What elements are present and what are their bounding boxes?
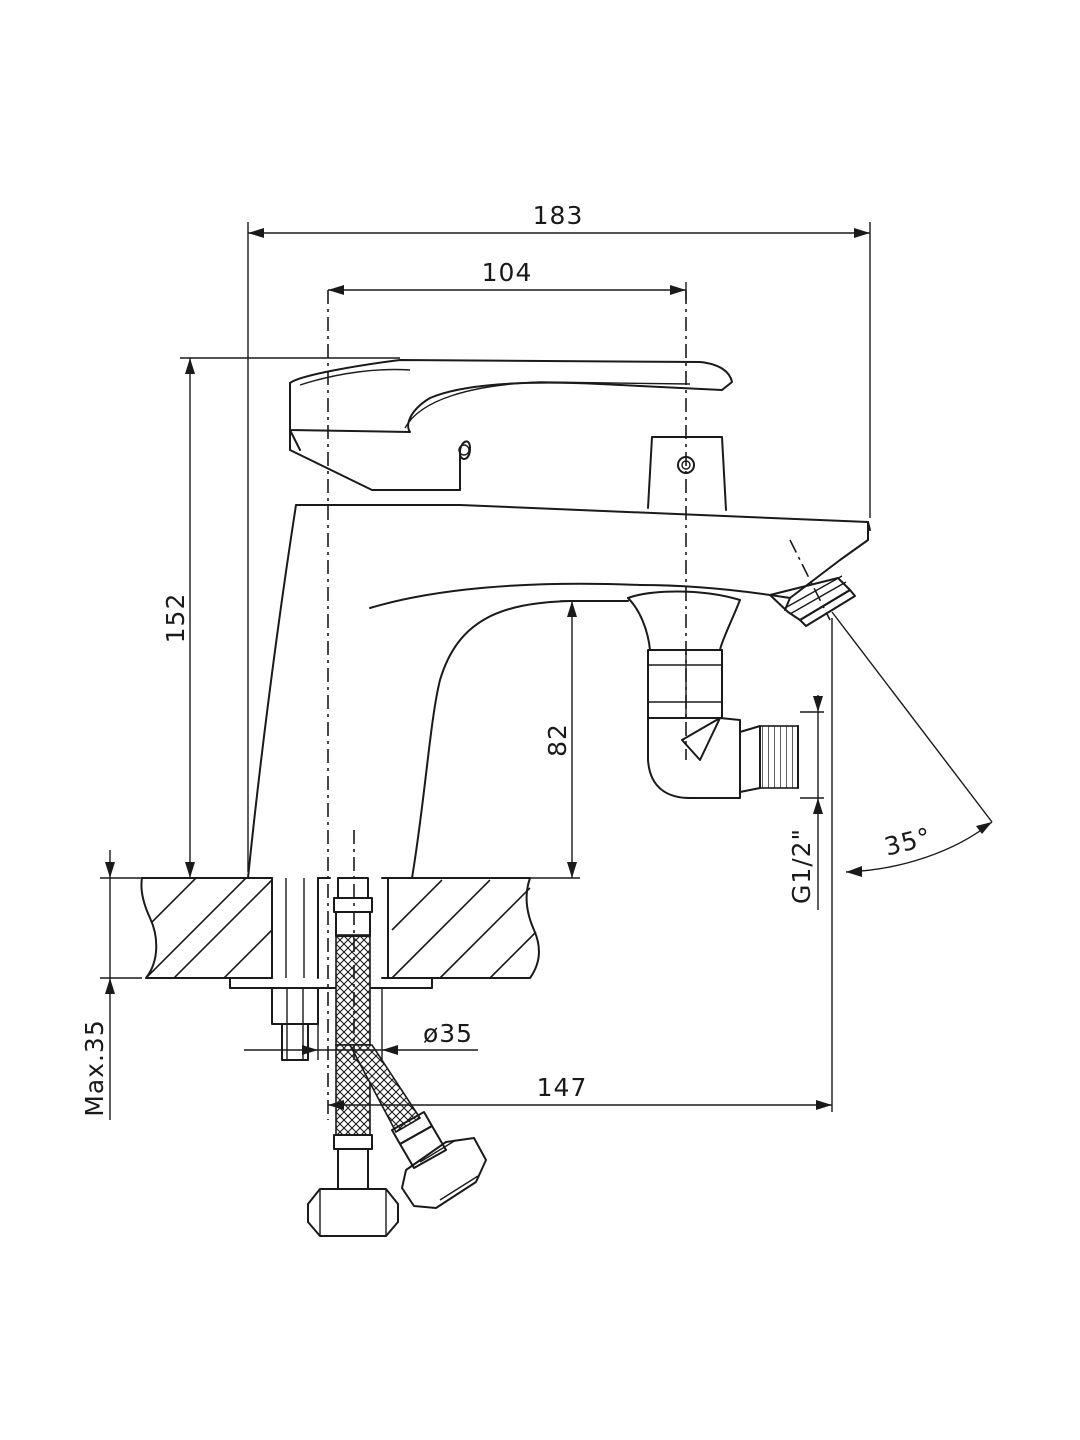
flexible-hoses <box>307 877 487 1237</box>
dimension-labels: 183 104 152 82 Max.35 ø35 147 G1/2" 35° <box>80 201 934 1117</box>
dimension-lines <box>100 222 993 1120</box>
dim-overall-height: 152 <box>161 593 190 644</box>
dim-thread-size: G1/2" <box>787 828 816 904</box>
centerlines <box>327 290 831 1120</box>
lever-handle <box>289 359 733 491</box>
dim-spout-height: 82 <box>543 723 572 757</box>
countertop-section <box>140 877 540 989</box>
dim-overall-width: 183 <box>533 201 584 230</box>
faucet-body <box>247 436 871 879</box>
outlet-elbow <box>627 590 799 799</box>
dim-max-deck-thickness: Max.35 <box>80 1019 109 1116</box>
dim-hole-diameter: ø35 <box>423 1019 473 1048</box>
dim-spout-reach: 147 <box>537 1073 588 1102</box>
dim-handle-axis-width: 104 <box>482 258 533 287</box>
dim-spout-angle: 35° <box>881 822 934 862</box>
